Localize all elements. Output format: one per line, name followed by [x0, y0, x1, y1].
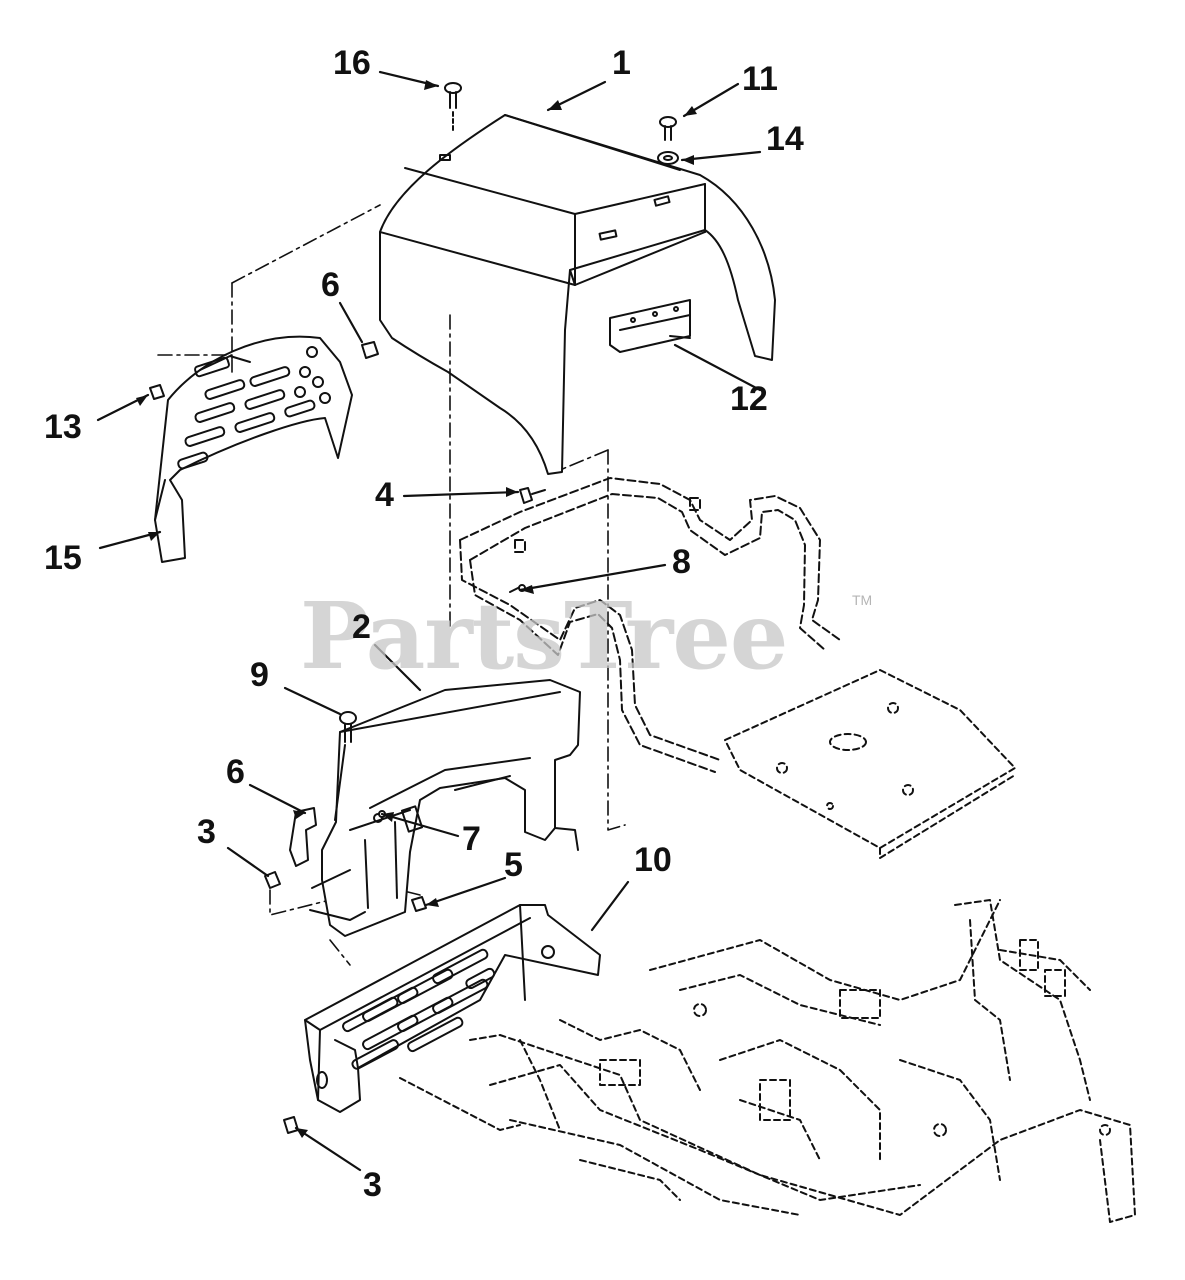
callout-11: 11 — [742, 60, 778, 98]
callout-16: 16 — [333, 44, 371, 82]
callout-8: 8 — [672, 543, 691, 581]
callout-14: 14 — [766, 120, 804, 158]
callout-6-upper: 6 — [321, 266, 340, 304]
step-plate-part — [304, 904, 601, 1113]
callout-5: 5 — [504, 846, 523, 884]
tube-frame — [459, 477, 841, 773]
trademark-symbol: TM — [852, 592, 873, 608]
chassis-frame — [399, 899, 1136, 1223]
callout-6-lower: 6 — [226, 753, 245, 791]
callout-13: 13 — [44, 408, 82, 446]
dash-bracket-part — [289, 679, 581, 937]
callout-7: 7 — [462, 820, 481, 858]
hardware — [149, 82, 679, 1134]
arrowheads — [136, 80, 697, 1138]
footplate — [724, 669, 1016, 859]
callout-3-upper: 3 — [197, 813, 216, 851]
grille-part — [154, 335, 353, 563]
callout-15: 15 — [44, 539, 82, 577]
callout-12: 12 — [730, 380, 768, 418]
callout-3-lower: 3 — [363, 1166, 382, 1204]
callout-1: 1 — [612, 44, 631, 82]
callout-10: 10 — [634, 841, 672, 879]
callout-4: 4 — [375, 476, 394, 514]
hood-part — [379, 114, 776, 475]
watermark-text: PartsTree — [300, 582, 788, 690]
callout-9: 9 — [250, 656, 269, 694]
callout-2: 2 — [352, 608, 371, 646]
alignment-lines — [157, 204, 626, 966]
